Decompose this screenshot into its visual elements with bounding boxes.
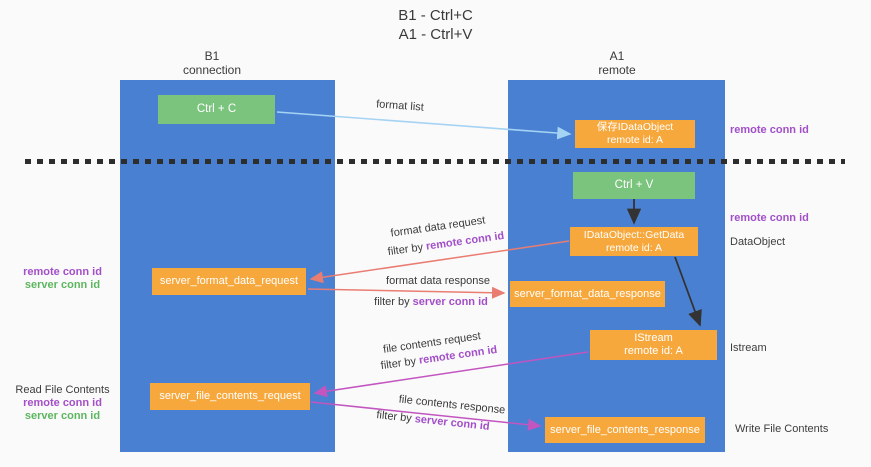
save-idataobject-line2: remote id: A [606,134,664,146]
arrow-file-contents-request [313,351,589,398]
server-format-data-response-box: server_format_data_response [510,281,665,307]
dataobject-annotation: DataObject [730,236,786,248]
istream-line2: remote id: A [624,345,683,357]
ctrl-c-box: Ctrl + C [158,95,275,124]
server-format-data-response-label: server_format_data_response [514,287,661,300]
right-remote-conn-id-mid: remote conn id [730,212,809,224]
lifeline-header-a1: A1 remote [547,49,687,77]
ctrl-v-label: Ctrl + V [614,179,654,191]
istream-line1: IStream [634,332,673,344]
lifeline-b1-role: connection [182,63,242,77]
dashed-divider-line [25,159,845,164]
lifeline-a1-name: A1 [609,49,625,63]
arrow-format-data-request [309,240,570,284]
server-format-data-request-label: server_format_data_request [159,275,299,287]
left-remote-conn-id: remote conn id [23,266,102,278]
lifeline-a1-role: remote [598,63,636,77]
arrow-file-contents-response [310,401,542,431]
istream-box: IStream remote id: A [590,330,717,360]
istream-annotation: Istream [730,342,767,354]
ctrl-c-label: Ctrl + C [196,103,237,115]
left-conn-id-annotation: remote conn id server conn id [10,266,115,292]
save-idataobject-box: 保存IDataObject remote id: A [575,120,695,148]
server-conn-id-text: server conn id [412,296,488,308]
read-file-contents-label: Read File Contents [15,384,110,396]
left-server-conn-id: server conn id [24,279,101,291]
diagram-title: B1 - Ctrl+C A1 - Ctrl+V [0,6,871,44]
server-file-contents-response-label: server_file_contents_response [550,423,700,436]
save-idataobject-line1: 保存IDataObject [596,121,674,133]
left-bottom-remote-conn-id: remote conn id [23,397,102,409]
server-file-contents-request-box: server_file_contents_request [150,383,310,410]
arrow-format-list [276,111,572,140]
filter-by-text: filter by [374,296,413,308]
format-data-response-label: format data response [386,275,490,287]
getdata-line1: IDataObject::GetData [583,228,685,241]
arrow-format-data-response [307,286,506,299]
left-bottom-server-conn-id: server conn id [24,410,101,422]
server-format-data-request-box: server_format_data_request [152,268,306,295]
server-file-contents-response-box: server_file_contents_response [545,417,705,443]
ctrl-v-box: Ctrl + V [573,172,695,199]
server-file-contents-request-label: server_file_contents_request [159,390,301,402]
getdata-line2: remote id: A [605,241,663,254]
lifeline-header-b1: B1 connection [142,49,282,77]
lifeline-b1-name: B1 [204,49,220,63]
write-file-contents-annotation: Write File Contents [735,423,829,435]
title-line-ctrl-c: B1 - Ctrl+C [398,7,473,24]
filter-by-server-conn-id-label-1: filter by server conn id [351,296,511,308]
read-file-contents-annotation: Read File Contents remote conn id server… [5,384,120,423]
idataobject-getdata-box: IDataObject::GetData remote id: A [570,227,698,256]
title-line-ctrl-v: A1 - Ctrl+V [398,26,473,43]
arrow-getdata-to-istream [674,256,702,327]
right-remote-conn-id-top: remote conn id [730,124,809,136]
